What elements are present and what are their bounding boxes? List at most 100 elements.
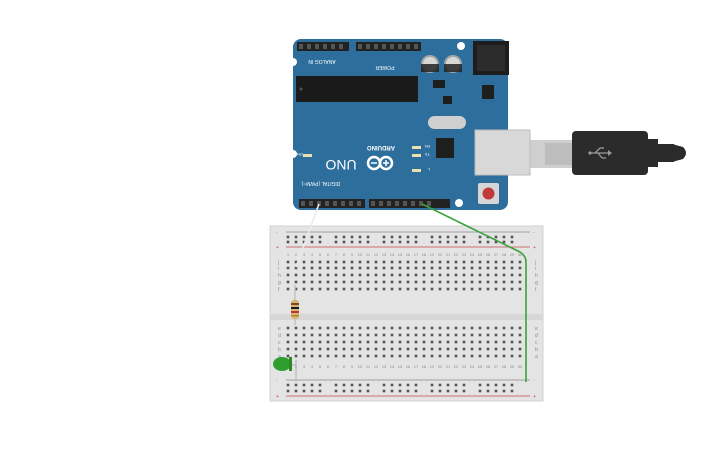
breadboard-hole[interactable] xyxy=(310,273,314,277)
breadboard-hole[interactable] xyxy=(502,347,506,351)
breadboard-hole[interactable] xyxy=(374,273,378,277)
breadboard-hole[interactable] xyxy=(494,340,498,344)
breadboard-hole[interactable] xyxy=(454,326,458,330)
breadboard-hole[interactable] xyxy=(366,240,370,244)
breadboard-hole[interactable] xyxy=(294,287,298,291)
breadboard-hole[interactable] xyxy=(462,347,466,351)
breadboard-hole[interactable] xyxy=(430,280,434,284)
breadboard-hole[interactable] xyxy=(422,326,426,330)
breadboard-hole[interactable] xyxy=(310,266,314,270)
breadboard-hole[interactable] xyxy=(398,280,402,284)
breadboard-hole[interactable] xyxy=(406,333,410,337)
breadboard-hole[interactable] xyxy=(350,287,354,291)
breadboard-hole[interactable] xyxy=(358,340,362,344)
breadboard-hole[interactable] xyxy=(374,333,378,337)
breadboard-hole[interactable] xyxy=(358,240,362,244)
breadboard-hole[interactable] xyxy=(486,389,490,393)
breadboard-hole[interactable] xyxy=(294,347,298,351)
breadboard-hole[interactable] xyxy=(390,340,394,344)
breadboard-hole[interactable] xyxy=(406,240,410,244)
breadboard-hole[interactable] xyxy=(446,333,450,337)
breadboard-hole[interactable] xyxy=(502,383,506,387)
breadboard-hole[interactable] xyxy=(446,240,450,244)
breadboard-hole[interactable] xyxy=(486,280,490,284)
breadboard-hole[interactable] xyxy=(470,287,474,291)
breadboard-hole[interactable] xyxy=(454,333,458,337)
breadboard-hole[interactable] xyxy=(414,280,418,284)
breadboard-hole[interactable] xyxy=(454,340,458,344)
breadboard-hole[interactable] xyxy=(302,260,306,264)
breadboard-hole[interactable] xyxy=(342,235,346,239)
breadboard-hole[interactable] xyxy=(462,280,466,284)
breadboard-hole[interactable] xyxy=(318,235,322,239)
breadboard-hole[interactable] xyxy=(494,354,498,358)
breadboard-hole[interactable] xyxy=(310,235,314,239)
breadboard-hole[interactable] xyxy=(414,333,418,337)
breadboard-hole[interactable] xyxy=(366,280,370,284)
breadboard-hole[interactable] xyxy=(342,354,346,358)
breadboard-hole[interactable] xyxy=(406,266,410,270)
breadboard-hole[interactable] xyxy=(390,273,394,277)
breadboard-hole[interactable] xyxy=(390,333,394,337)
breadboard-hole[interactable] xyxy=(406,260,410,264)
breadboard-hole[interactable] xyxy=(430,326,434,330)
breadboard-hole[interactable] xyxy=(398,389,402,393)
breadboard-hole[interactable] xyxy=(318,280,322,284)
breadboard-hole[interactable] xyxy=(302,389,306,393)
breadboard-hole[interactable] xyxy=(398,354,402,358)
breadboard-hole[interactable] xyxy=(390,260,394,264)
breadboard-hole[interactable] xyxy=(334,280,338,284)
breadboard-hole[interactable] xyxy=(390,266,394,270)
breadboard-hole[interactable] xyxy=(446,266,450,270)
breadboard-hole[interactable] xyxy=(470,340,474,344)
breadboard-hole[interactable] xyxy=(406,340,410,344)
breadboard-hole[interactable] xyxy=(430,235,434,239)
breadboard-hole[interactable] xyxy=(390,280,394,284)
breadboard-hole[interactable] xyxy=(286,347,290,351)
breadboard-hole[interactable] xyxy=(494,383,498,387)
breadboard-hole[interactable] xyxy=(470,280,474,284)
breadboard-hole[interactable] xyxy=(302,354,306,358)
breadboard-hole[interactable] xyxy=(462,340,466,344)
breadboard-hole[interactable] xyxy=(350,389,354,393)
breadboard-hole[interactable] xyxy=(342,326,346,330)
breadboard-hole[interactable] xyxy=(302,333,306,337)
breadboard-hole[interactable] xyxy=(414,260,418,264)
ground-wire[interactable] xyxy=(421,203,527,382)
breadboard-hole[interactable] xyxy=(438,333,442,337)
breadboard-hole[interactable] xyxy=(446,340,450,344)
breadboard-hole[interactable] xyxy=(382,333,386,337)
resistor[interactable] xyxy=(291,285,299,325)
breadboard-hole[interactable] xyxy=(446,389,450,393)
breadboard-hole[interactable] xyxy=(334,347,338,351)
breadboard-hole[interactable] xyxy=(374,354,378,358)
breadboard-hole[interactable] xyxy=(366,235,370,239)
breadboard-hole[interactable] xyxy=(454,266,458,270)
breadboard-hole[interactable] xyxy=(494,347,498,351)
breadboard-hole[interactable] xyxy=(438,383,442,387)
breadboard-hole[interactable] xyxy=(510,354,514,358)
breadboard-hole[interactable] xyxy=(366,389,370,393)
signal-wire[interactable] xyxy=(295,203,320,268)
breadboard-hole[interactable] xyxy=(342,287,346,291)
breadboard-hole[interactable] xyxy=(390,389,394,393)
breadboard-hole[interactable] xyxy=(518,354,522,358)
breadboard-hole[interactable] xyxy=(350,273,354,277)
breadboard-hole[interactable] xyxy=(478,340,482,344)
breadboard-hole[interactable] xyxy=(454,383,458,387)
breadboard-hole[interactable] xyxy=(510,235,514,239)
breadboard-hole[interactable] xyxy=(366,287,370,291)
breadboard-hole[interactable] xyxy=(382,260,386,264)
breadboard-hole[interactable] xyxy=(310,287,314,291)
breadboard-hole[interactable] xyxy=(342,260,346,264)
analog-header[interactable] xyxy=(297,42,349,51)
breadboard-hole[interactable] xyxy=(470,260,474,264)
breadboard-hole[interactable] xyxy=(510,280,514,284)
breadboard-hole[interactable] xyxy=(374,280,378,284)
breadboard-hole[interactable] xyxy=(502,266,506,270)
breadboard-hole[interactable] xyxy=(406,273,410,277)
breadboard-hole[interactable] xyxy=(454,235,458,239)
breadboard-hole[interactable] xyxy=(350,260,354,264)
breadboard-hole[interactable] xyxy=(518,273,522,277)
